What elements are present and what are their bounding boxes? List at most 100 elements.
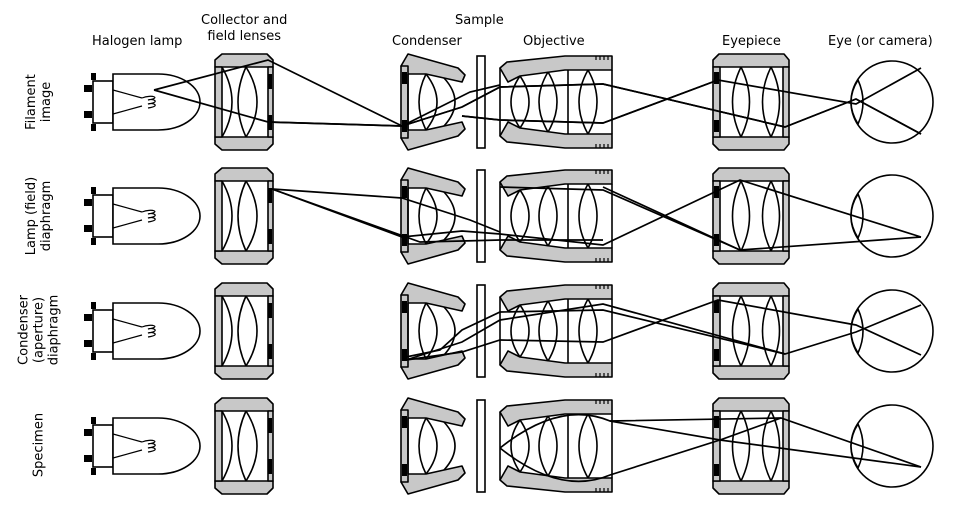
lamp-filament-coil [141,324,156,338]
collector-housing-bottom [214,250,274,265]
eyepiece-diaphragm-blade [714,464,719,476]
objective-housing-bottom [499,121,613,149]
eyepiece-diaphragm-blade [714,301,719,313]
light-ray [499,186,741,251]
condenser-lens-curve [443,306,456,356]
eyepiece-housing-top [712,282,790,297]
objective-front-lens [510,189,521,243]
collector-lens-curve [221,66,233,138]
condenser-lens-curve [425,73,438,131]
optical-row-1 [84,53,934,151]
header-collector-line1: Collector and [201,13,288,28]
collector-lens-curve [237,410,247,482]
objective-rear-lens [587,413,598,479]
objective-rear-lens [587,183,598,249]
eyepiece-lens [740,66,751,138]
eyepiece-housing-top [712,397,790,412]
aperture-diaphragm-blade [402,234,407,246]
sample-slide [476,169,486,263]
optical-row-2 [84,167,934,265]
eyepiece-diaphragm-blade [714,349,719,361]
light-ray [271,188,501,233]
header-eye-camera: Eye (or camera) [828,34,933,49]
objective-lens [538,71,549,133]
sample-slide [476,55,486,149]
field-lens-curve [245,295,258,367]
collector-housing-wall [214,295,223,367]
eyepiece-diaphragm-blade [714,416,719,428]
condenser-lens-curve [418,73,427,131]
header-objective: Objective [523,34,585,49]
lamp-filament-lead [112,89,143,115]
collector-lens-curve [237,66,247,138]
objective-thread [595,400,609,492]
light-ray [405,299,922,361]
collector-housing-wall [267,295,274,367]
eyepiece-diaphragm-blade [714,72,719,84]
lamp-bulb [112,417,201,475]
eyepiece-housing-wall [782,295,790,367]
condenser-housing-top [400,167,466,197]
lamp-pin [91,417,96,424]
collector-housing-wall [267,66,274,138]
collector-housing-wall [214,180,223,252]
eyepiece-housing-bottom [712,250,790,265]
lamp-pin [91,124,96,131]
lamp-base [92,424,114,468]
eyepiece-lens [731,410,742,482]
objective-rear-lens [587,69,598,135]
objective-thread [595,56,609,148]
eyepiece-lens [740,295,751,367]
lamp-pin [84,340,92,347]
condenser-lens-curve [425,417,438,475]
header-condenser: Condenser [392,34,462,49]
objective-housing-top [499,399,613,427]
lamp-pin [91,187,96,194]
objective-rear-lens [578,413,589,479]
objective-front-lens [510,304,521,358]
objective-thread [595,170,609,262]
field-diaphragm-blade [268,229,272,244]
aperture-diaphragm-blade [402,464,407,476]
optical-row-3 [84,282,934,380]
eyepiece-lens [731,295,742,367]
field-diaphragm-blade [268,459,272,474]
lamp-pin [91,302,96,309]
collector-housing-wall [214,66,223,138]
collector-housing-bottom [214,480,274,495]
lamp-filament-coil [141,209,156,223]
field-lens-curve [245,180,258,252]
header-halogen-lamp: Halogen lamp [92,34,183,49]
eyepiece-housing-wall [712,410,721,482]
light-ray [271,188,603,243]
eyepiece-housing-wall [782,180,790,252]
optical-row-4 [84,397,934,495]
field-diaphragm-blade [268,74,272,89]
eyepiece-lens [761,295,772,367]
condenser-housing-bottom [400,465,466,495]
lamp-pin [91,238,96,245]
lamp-pin [91,73,96,80]
condenser-housing-top [400,397,466,427]
eyepiece-lens [731,66,742,138]
light-ray [499,439,922,483]
eyepiece-lens [740,410,751,482]
collector-housing-top [214,397,274,412]
condenser-housing-bottom [400,121,466,151]
condenser-housing-top [400,53,466,83]
lamp-filament-lead [112,203,143,229]
header-collector-field-lenses: Collector and field lenses [201,13,287,45]
condenser-lens-curve [425,187,438,245]
objective-lens [538,415,549,477]
aperture-diaphragm-blade [402,416,407,428]
lamp-pin [84,111,92,118]
objective-rear-lens [578,69,589,135]
objective-lens [547,185,558,247]
eyepiece-diaphragm-blade [714,120,719,132]
eyepiece-lens [731,180,742,252]
objective-thread [595,285,609,377]
condenser-lens-curve [425,302,438,360]
field-diaphragm-blade [268,418,272,433]
